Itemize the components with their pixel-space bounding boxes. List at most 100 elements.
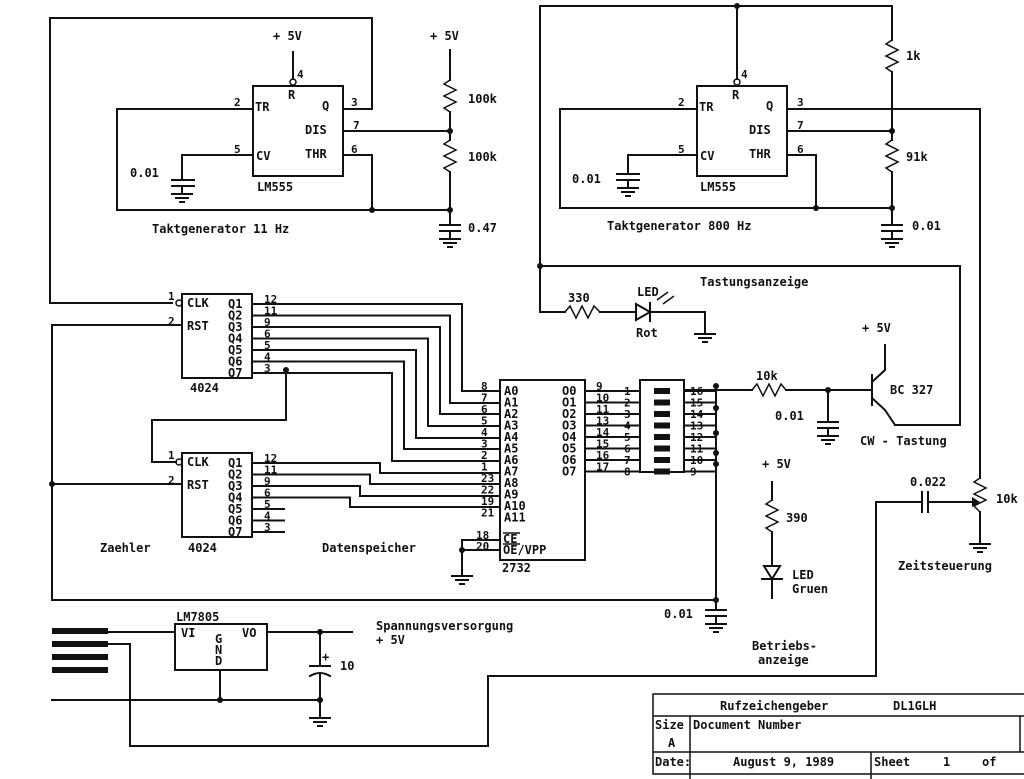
counter2-chip: 4024 xyxy=(188,541,217,555)
eprom-addr-label: A9 xyxy=(504,488,518,502)
dip-switch-lever xyxy=(654,468,670,475)
eprom-data-label: O7 xyxy=(562,465,576,479)
counter2-out-pin: 12 xyxy=(264,452,277,465)
titleblock-author: DL1GLH xyxy=(893,699,936,713)
counter1-rst-label: RST xyxy=(187,319,209,333)
counter2-rst-label: RST xyxy=(187,478,209,492)
titleblock-docnum: Document Number xyxy=(693,718,801,732)
eprom-addr-pin: 21 xyxy=(481,507,495,520)
tastung-r-value: 330 xyxy=(568,291,590,305)
betrieb-label2: anzeige xyxy=(758,653,809,667)
timer1-r-label: R xyxy=(288,88,296,102)
counter1-out-label: Q2 xyxy=(228,309,242,323)
timer1-body xyxy=(252,85,344,177)
counter1-out-label: Q7 xyxy=(228,366,242,380)
titleblock-of: of xyxy=(982,755,996,769)
zeit-label: Zeitsteuerung xyxy=(898,559,992,573)
counter2-out-label: Q6 xyxy=(228,514,242,528)
zeit-pot xyxy=(972,477,988,513)
counter1-out-label: Q1 xyxy=(228,297,242,311)
title-block: Rufzeichengeber DL1GLH Size A Document N… xyxy=(652,693,1024,779)
supply-cap: 10 xyxy=(340,659,354,673)
dip-left-pin: 1 xyxy=(624,385,631,398)
dip-switch-lever xyxy=(654,434,670,440)
supply-vo: VO xyxy=(242,626,256,640)
counter2-out-label: Q1 xyxy=(228,456,242,470)
counter2-out-pin: 5 xyxy=(264,498,271,511)
counter1-out-pin: 5 xyxy=(264,339,271,352)
betrieb-cap: 0.01 xyxy=(664,607,693,621)
supply-reg: LM7805 xyxy=(176,610,219,624)
counter2-clk-label: CLK xyxy=(187,455,209,469)
timer1-chip: LM555 xyxy=(257,180,293,194)
eprom-data-label: O2 xyxy=(562,407,576,421)
eprom-data-label: O5 xyxy=(562,442,576,456)
eprom-data-label: O0 xyxy=(562,384,576,398)
counter1-out-label: Q5 xyxy=(228,343,242,357)
eprom-data-pin: 14 xyxy=(596,426,610,439)
counter1-chip: 4024 xyxy=(190,381,219,395)
timer1-pin-q: 3 xyxy=(351,96,358,109)
timer2-pin-thr: 6 xyxy=(797,143,804,156)
eprom-data-pin: 13 xyxy=(596,415,609,428)
titleblock-date: August 9, 1989 xyxy=(733,755,834,769)
eprom-pin-oe: 20 xyxy=(476,540,489,553)
timer2-r1-value: 1k xyxy=(906,49,921,63)
dip-switch-lever xyxy=(654,457,670,463)
timer1-pin-tr: 2 xyxy=(234,96,241,109)
timer1-thr-label: THR xyxy=(305,147,327,161)
eprom-addr-label: A2 xyxy=(504,407,518,421)
titleblock-size: A xyxy=(668,736,676,750)
led-green-icon xyxy=(762,565,782,581)
timer1-q-label: Q xyxy=(322,99,329,113)
eprom-addr-pin: 23 xyxy=(481,472,494,485)
counter1-out-pin: 3 xyxy=(264,362,271,375)
timer2-q-label: Q xyxy=(766,99,773,113)
titleblock-sheet: Sheet xyxy=(874,755,910,769)
counter2-out-label: Q5 xyxy=(228,502,242,516)
counter1-out-pin: 11 xyxy=(264,305,278,318)
transistor-stage: 0.01 10k + 5V BC 327 CW - Tastung xyxy=(683,321,947,448)
led-red-icon xyxy=(635,302,653,322)
timer1-r-supply: + 5V xyxy=(430,29,459,43)
titleblock-title: Rufzeichengeber xyxy=(720,699,828,713)
timer1-pin-cv: 5 xyxy=(234,143,241,156)
tastung-resistor xyxy=(564,304,601,320)
tastung-led-color: Rot xyxy=(636,326,658,340)
dip-switch-lever xyxy=(654,445,670,452)
betrieb-resistor xyxy=(764,499,780,533)
eprom-addr-label: A10 xyxy=(504,499,526,513)
counter2-out-pin: 4 xyxy=(264,510,271,523)
eprom-addr-pin: 3 xyxy=(481,438,488,451)
counter1-pin-rst: 2 xyxy=(168,315,175,328)
counter1-out-pin: 6 xyxy=(264,328,271,341)
betrieb: + 5V 390 LED Gruen Betriebs- anzeige 0.0… xyxy=(664,457,828,667)
timer2-pin-r: 4 xyxy=(741,68,748,81)
eprom-chip: 2732 xyxy=(502,561,531,575)
timer1-tr-label: TR xyxy=(255,100,270,114)
transistor-part: BC 327 xyxy=(890,383,933,397)
dip-switch-lever xyxy=(654,399,670,406)
eprom-data-label: O1 xyxy=(562,396,576,410)
timer2-pin-q: 3 xyxy=(797,96,804,109)
timer1-r2-value: 100k xyxy=(468,150,498,164)
timer2-pin-tr: 2 xyxy=(678,96,685,109)
supply-g: G xyxy=(215,632,222,646)
transistor-cap: 0.01 xyxy=(775,409,804,423)
tastung-led-label: LED xyxy=(637,285,659,299)
supply-n: N xyxy=(215,643,222,657)
eprom-addr-label: A8 xyxy=(504,476,518,490)
eprom-addr-pin: 6 xyxy=(481,403,488,416)
eprom-addr-pin: 8 xyxy=(481,380,488,393)
eprom-addr-pin: 2 xyxy=(481,449,488,462)
tastung: 330 LED Rot Tastungsanzeige xyxy=(537,263,961,426)
timer1-ct-value: 0.47 xyxy=(468,221,497,235)
dip-left-pin: 4 xyxy=(624,420,631,433)
dip-left-pin: 6 xyxy=(624,443,631,456)
eprom-addr-label: A5 xyxy=(504,442,518,456)
timer2-pin-cv: 5 xyxy=(678,143,685,156)
titleblock-sheet-no: 1 xyxy=(943,755,950,769)
timer2-r2-value: 91k xyxy=(906,150,928,164)
